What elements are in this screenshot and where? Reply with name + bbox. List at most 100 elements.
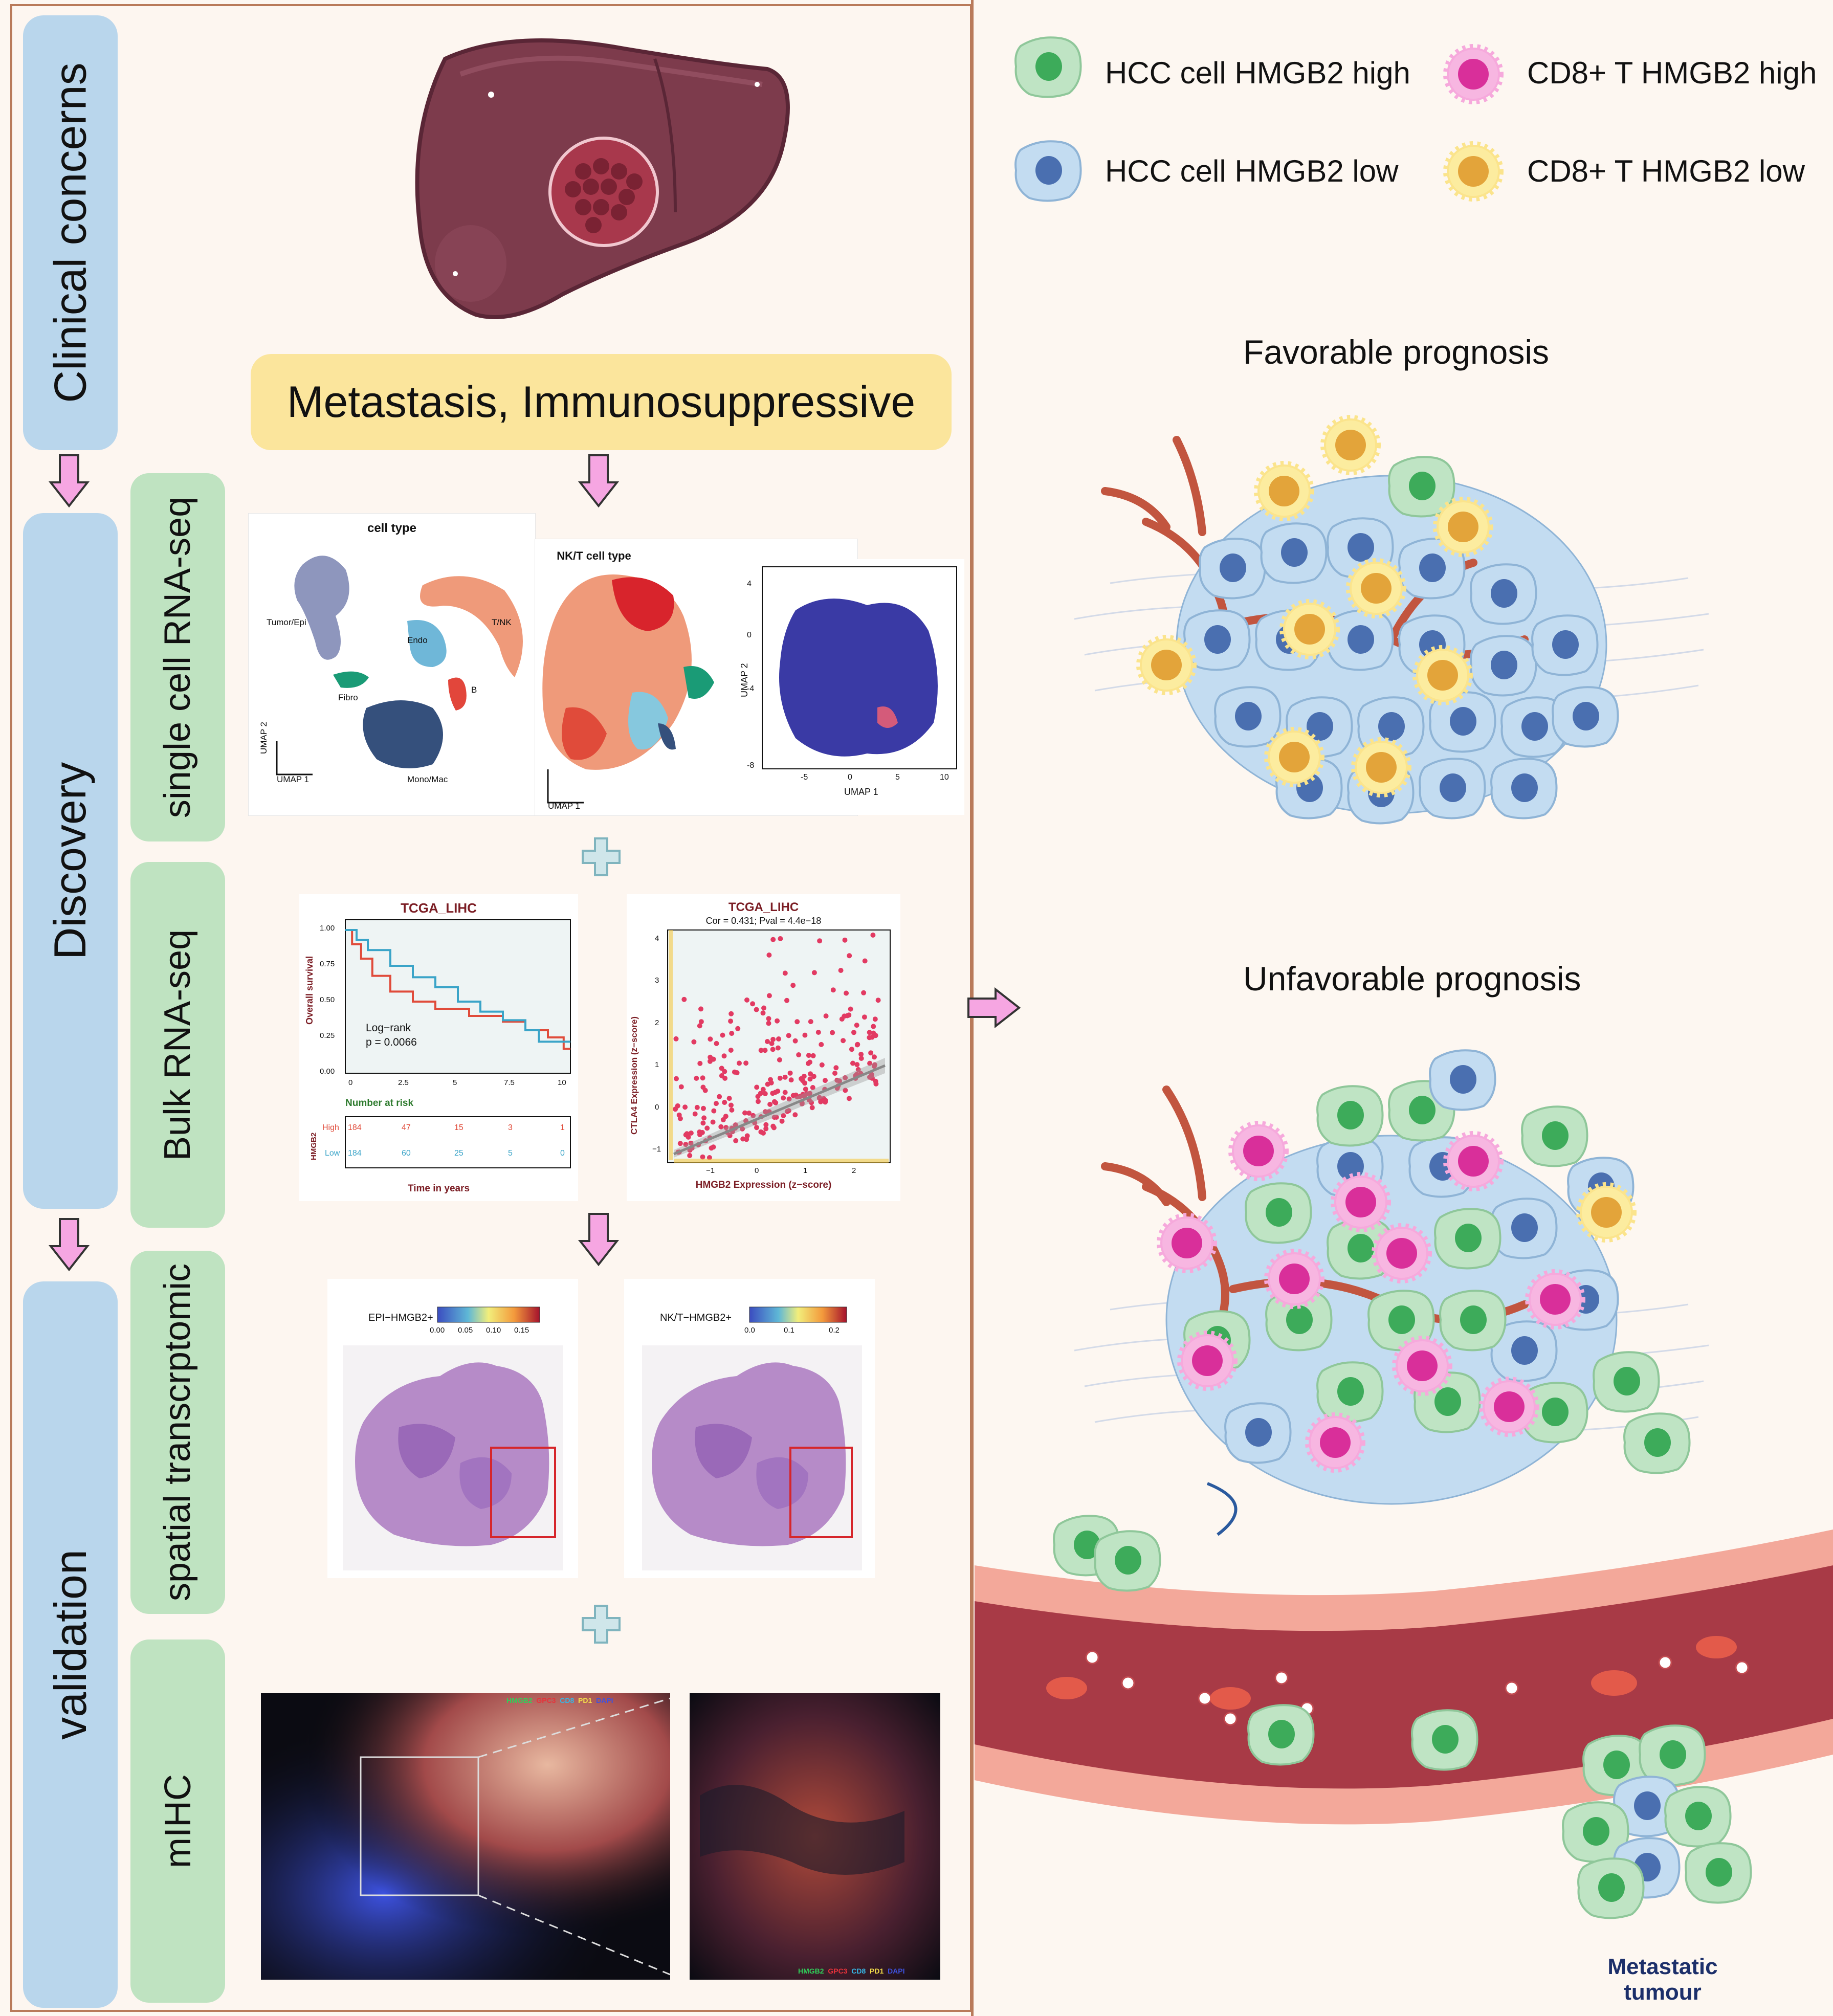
method-label-scrna: single cell RNA-seq [157,496,198,818]
scatter-point [790,983,796,988]
umap-axis-x: UMAP 1 [548,801,580,811]
mihc-marker-legend: HMGB2 GPC3 CD8 PD1 DAPI [798,1967,905,1975]
scatter-point [809,1100,814,1105]
plus-icon [582,837,621,876]
mihc-marker-legend: HMGB2 GPC3 CD8 PD1 DAPI [506,1696,613,1704]
scatter-point [775,1045,781,1051]
legend-hcc-high: HCC cell HMGB2 high [1105,56,1410,90]
metastatic-label-line2: tumour [1624,1980,1702,2005]
scatter-point [776,1036,781,1042]
spatial-epi-title: EPI−HMGB2+ [368,1312,433,1323]
scatter-point [870,1075,875,1081]
scatter-point [873,1081,879,1087]
scatter-point [830,987,836,993]
scatter-point [851,1030,856,1035]
mihc-overview-image: HMGB2 GPC3 CD8 PD1 DAPI [261,1693,670,1980]
down-arrow-icon [49,454,90,508]
scatter-point [720,1032,725,1038]
y-tick: 0 [747,631,752,639]
scatter-point [729,1031,735,1036]
scatter-point [839,1016,845,1022]
y-tick: -8 [747,761,755,770]
scatter-point [802,1032,808,1038]
scatter-point [810,1053,816,1058]
scatter-point [763,1122,769,1127]
scatter-point [762,1048,768,1053]
scatter-point [771,1099,777,1104]
mihc-zoom-image: HMGB2 GPC3 CD8 PD1 DAPI [690,1693,940,1980]
scatter-point [740,1126,745,1132]
colorbar-tick: 0.15 [514,1326,529,1335]
scatter-point [818,1099,824,1104]
scatter-point [718,1124,724,1129]
metastatic-tumour-illustration [1562,1724,1752,1919]
scatter-point [711,1144,716,1150]
scatter-point [770,937,776,942]
scatter-point [722,1100,727,1105]
phase-validation: validation [23,1281,118,2008]
down-arrow-icon [578,1213,619,1267]
scatter-point [742,1110,747,1116]
scatter-point [698,1006,703,1012]
y-tick: 0.75 [320,960,335,968]
scatter-point [756,1099,761,1104]
scatter-point [786,1096,792,1102]
scatter-point [817,938,823,944]
scatter-point [854,1042,860,1048]
km-ylabel: Overall survival [304,956,315,1025]
right-arrow-icon [967,987,1021,1028]
marker-label: HMGB2 [798,1967,824,1975]
scatter-point [767,1101,773,1107]
scatter-point [721,1053,727,1059]
spatial-nkt-panel: NK/T−HMGB2+ 0.0 0.1 0.2 [624,1279,875,1578]
favorable-prognosis-title: Favorable prognosis [1243,333,1549,371]
colorbar-tick: 0.05 [458,1326,473,1335]
scatter-point [872,1016,878,1022]
risk-low-cell: 25 [454,1149,463,1158]
scatter-point [872,1054,877,1060]
scatter-point [807,1076,813,1082]
scatter-point [872,1064,877,1069]
scatter-point [758,1048,764,1053]
scatter-point [858,1052,864,1057]
scatter-point [678,1084,684,1090]
x-tick: 10 [558,1078,566,1087]
scatter-point [687,1153,693,1158]
scatter-point [858,1056,864,1061]
scatter-point [842,937,848,943]
y-tick: 4 [655,934,659,943]
umap-axis-y: UMAP 2 [739,663,749,697]
scatter-point [810,1085,815,1090]
scatter-point [843,1075,848,1080]
scatter-point [765,1039,770,1044]
scatter-point [800,1078,805,1083]
scatter-point [844,990,849,996]
scatter-point [683,1142,689,1147]
legend-cd8-low: CD8+ T HMGB2 low [1527,154,1805,188]
scatter-point [770,1091,776,1096]
scatter-point [845,1013,850,1018]
scatter-point [847,953,852,959]
scatter-point [682,1104,688,1110]
scatter-point [675,1103,680,1109]
scatter-point [694,1104,700,1110]
km-title: TCGA_LIHC [401,900,477,916]
scatter-point [792,1038,798,1044]
scatter-point [697,1060,703,1066]
km-low-label: Low [325,1149,340,1158]
scatter-point [766,1021,771,1026]
scatter-point [677,1116,683,1121]
scatter-point [699,1129,705,1135]
km-pvalue: p = 0.0066 [366,1036,417,1048]
phase-label-validation: validation [45,1549,96,1740]
scatter-point [811,1074,816,1079]
scatter-point [673,1036,679,1042]
scatter-point [832,1071,837,1076]
scatter-point [823,1098,828,1103]
scatter-point [875,998,881,1003]
x-tick: 2.5 [398,1078,409,1087]
scatter-point [803,1087,808,1092]
scatter-point [786,1108,791,1114]
plus-icon [582,1605,621,1644]
scatter-point [728,1048,734,1053]
